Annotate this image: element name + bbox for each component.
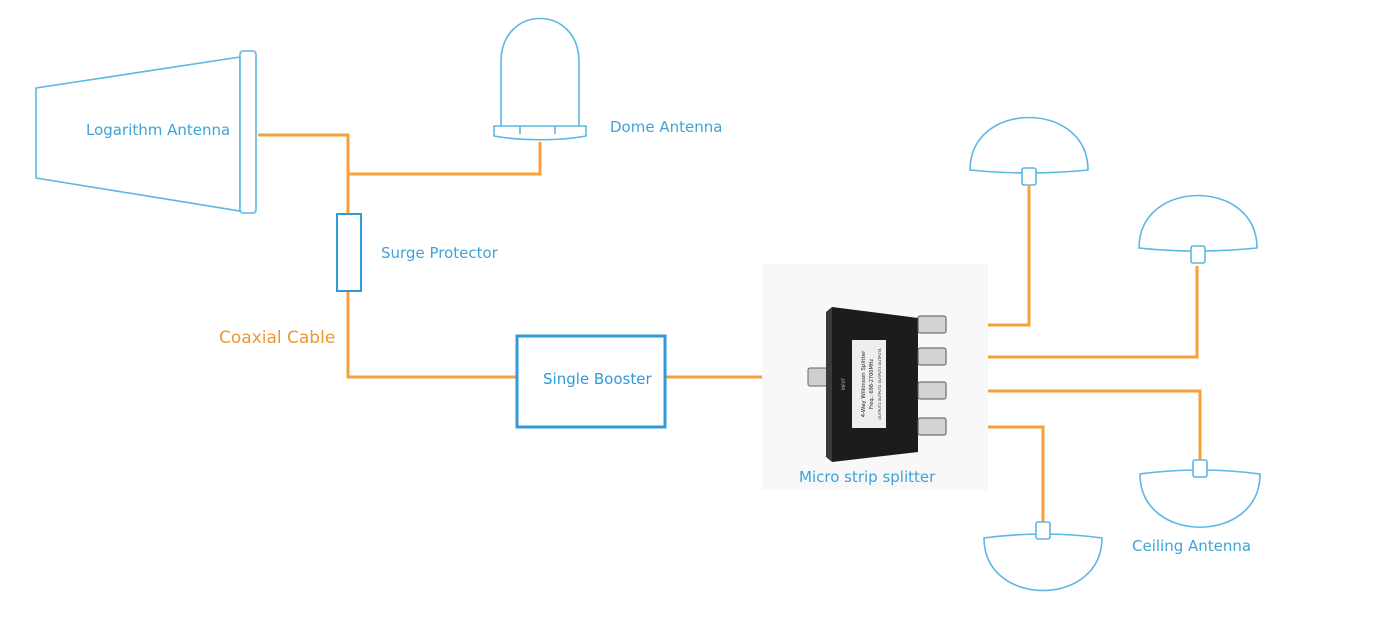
splitter-output-connector	[917, 417, 947, 436]
coaxial-cables	[258, 133, 1202, 522]
ceiling-antenna-connector	[1035, 521, 1051, 540]
splitter-label-plate	[852, 340, 886, 428]
ceiling-antenna-connector	[1192, 459, 1208, 478]
micro-strip-splitter-label: Micro strip splitter	[799, 468, 936, 486]
dome-antenna-base	[493, 125, 587, 141]
dome-antenna-body	[500, 17, 580, 126]
surge-protector-label: Surge Protector	[381, 244, 498, 262]
splitter-plate-outputs: OUTPUT1 OUTPUT2 OUTPUT3 OUTPUT4	[878, 348, 882, 420]
cable-out3-to-ceiling3	[946, 389, 1202, 460]
ceiling-antenna-1	[969, 116, 1089, 186]
splitter-output-connector	[917, 381, 947, 400]
cable-out2-to-ceiling2	[946, 266, 1199, 359]
ceiling-antenna-dome	[983, 533, 1103, 592]
ceiling-antenna-dome	[969, 116, 1089, 174]
dome-antenna-label: Dome Antenna	[610, 118, 723, 136]
splitter-plate-input: INPUT	[841, 377, 846, 390]
single-booster-label: Single Booster	[543, 370, 652, 388]
splitter-plate-freq: Freq.: 698-2700MHz	[869, 358, 875, 409]
ceiling-antenna-dome	[1138, 194, 1258, 252]
logarithm-antenna	[35, 50, 257, 214]
splitter-plate-name: 4-Way Wilkinson Splitter	[861, 350, 867, 417]
splitter-input-connector	[807, 367, 829, 387]
surge-protector	[336, 213, 362, 292]
ceiling-antenna-connector	[1190, 245, 1206, 264]
coaxial-cable-label: Coaxial Cable	[219, 328, 336, 348]
ceiling-antenna-3	[1139, 459, 1261, 528]
splitter-output-connector	[917, 315, 947, 334]
ceiling-antenna-dome	[1139, 469, 1261, 528]
cable-dome-to-junction	[348, 142, 542, 176]
single-booster-box	[515, 334, 667, 429]
ceiling-antenna-4	[983, 521, 1103, 592]
splitter-output-connector	[917, 347, 947, 366]
logarithm-antenna-label: Logarithm Antenna	[86, 121, 231, 139]
ceiling-antenna-2	[1138, 194, 1258, 264]
ceiling-antenna-connector	[1021, 167, 1037, 186]
dome-antenna	[493, 17, 587, 141]
ceiling-antenna-label: Ceiling Antenna	[1132, 537, 1252, 555]
cable-log-to-junction	[258, 133, 350, 214]
micro-strip-splitter: 4-Way Wilkinson Splitter Freq.: 698-2700…	[762, 264, 988, 490]
splitter-body-side	[826, 307, 832, 462]
cable-surge-to-booster	[346, 291, 517, 379]
logarithm-antenna-cap	[239, 50, 257, 214]
